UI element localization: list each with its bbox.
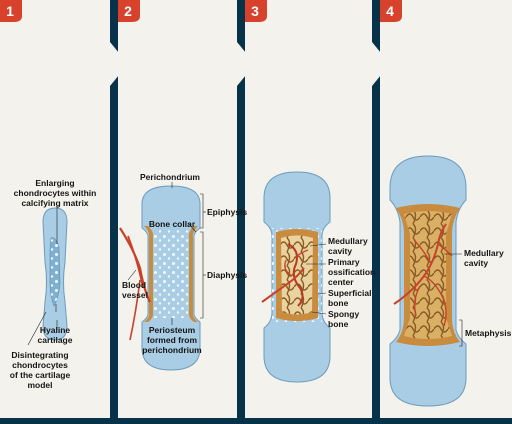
label-superficial-2: bone bbox=[328, 298, 349, 308]
spongy-bone bbox=[404, 211, 452, 339]
step-2-labels: Perichondrium Bone collar Epiphysis Diap… bbox=[122, 172, 247, 355]
label-blood-vessel-2: vessel bbox=[122, 290, 148, 300]
label-medullary-1: Medullary bbox=[464, 248, 504, 258]
label-superficial-1: Superficial bbox=[328, 288, 371, 298]
label-epiphysis: Epiphysis bbox=[207, 207, 247, 217]
blood-vessel bbox=[393, 223, 447, 305]
step-1-labels: Enlarging chondrocytes within calcifying… bbox=[10, 178, 97, 390]
step-number: 1 bbox=[6, 3, 14, 19]
step-3-labels: Medullary cavity Primary ossification ce… bbox=[328, 236, 375, 329]
label-enlarging-3: calcifying matrix bbox=[21, 198, 88, 208]
step-badge-1: 1 bbox=[0, 0, 22, 22]
label-disintegrating-3: of the cartilage bbox=[10, 370, 71, 380]
step-2-leaders bbox=[127, 182, 206, 325]
label-primary-2: ossification bbox=[328, 267, 375, 277]
chondrocytes bbox=[50, 237, 60, 306]
panel-arrow-icon bbox=[237, 42, 255, 86]
step-badge-2: 2 bbox=[118, 0, 140, 22]
label-spongy-1: Spongy bbox=[328, 309, 359, 319]
label-disintegrating-2: chondrocytes bbox=[12, 360, 68, 370]
blood-vessel bbox=[287, 243, 304, 307]
chondrocytes bbox=[148, 230, 194, 318]
label-blood-vessel-1: Blood bbox=[122, 280, 146, 290]
step-number: 4 bbox=[386, 3, 394, 19]
step-number: 3 bbox=[251, 3, 259, 19]
step-2-illustration bbox=[119, 185, 201, 371]
step-number-badge-icon bbox=[245, 0, 267, 22]
step-badge-4: 4 bbox=[380, 0, 402, 22]
bone-collar-right bbox=[188, 226, 198, 322]
step-badge-3: 3 bbox=[245, 0, 267, 22]
label-periosteum-2: formed from bbox=[147, 335, 198, 345]
step-number: 2 bbox=[124, 3, 132, 19]
blood-vessel bbox=[119, 227, 151, 303]
blood-vessel bbox=[261, 267, 305, 303]
panel-arrow-icon bbox=[110, 42, 128, 86]
label-medullary-2: cavity bbox=[328, 246, 352, 256]
blood-vessel-branch bbox=[413, 239, 453, 327]
step-number-badge-icon bbox=[118, 0, 140, 22]
label-diaphysis: Diaphysis bbox=[207, 270, 247, 280]
step-number-badge-icon bbox=[0, 0, 22, 22]
blood-vessel-branch bbox=[129, 279, 141, 341]
label-periosteum-3: perichondrium bbox=[142, 345, 202, 355]
label-medullary-1: Medullary bbox=[328, 236, 368, 246]
label-enlarging-2: chondrocytes within bbox=[14, 188, 97, 198]
step-4-labels: Medullary cavity Metaphysis bbox=[464, 248, 512, 338]
label-primary-1: Primary bbox=[328, 257, 360, 267]
label-disintegrating-4: model bbox=[27, 380, 52, 390]
step-number-badge-icon bbox=[380, 0, 402, 22]
step-3-leaders bbox=[306, 243, 327, 315]
label-disintegrating-1: Disintegrating bbox=[11, 350, 68, 360]
label-bone-collar: Bone collar bbox=[149, 219, 196, 229]
label-spongy-2: bone bbox=[328, 319, 349, 329]
label-perichondrium: Perichondrium bbox=[140, 172, 200, 182]
bone-collar-left bbox=[144, 226, 154, 322]
step-4-leaders bbox=[444, 253, 463, 347]
label-hyaline-1: Hyaline bbox=[40, 325, 71, 335]
step-1-leaders bbox=[27, 206, 58, 346]
label-metaphysis: Metaphysis bbox=[465, 328, 512, 338]
label-primary-3: center bbox=[328, 277, 354, 287]
blood-vessel-branch bbox=[127, 235, 144, 289]
step-1-illustration bbox=[42, 207, 68, 341]
step-4-illustration bbox=[389, 155, 467, 407]
label-medullary-2: cavity bbox=[464, 258, 488, 268]
panel-arrow-icon bbox=[372, 42, 390, 86]
blood-vessel-branch bbox=[284, 249, 309, 277]
label-enlarging-1: Enlarging bbox=[35, 178, 74, 188]
label-periosteum-1: Periosteum bbox=[149, 325, 196, 335]
step-3-illustration bbox=[261, 171, 331, 383]
label-hyaline-2: cartilage bbox=[38, 335, 73, 345]
